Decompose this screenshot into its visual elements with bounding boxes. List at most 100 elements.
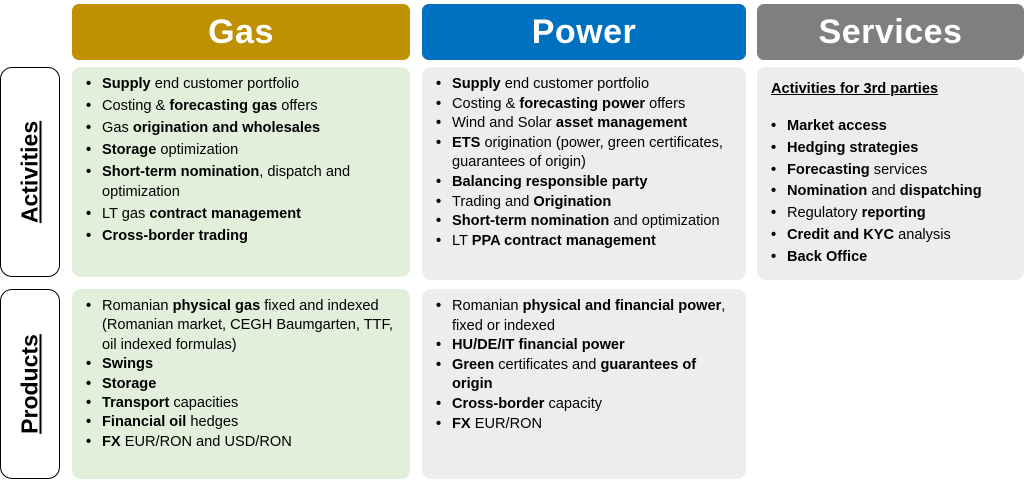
text: capacity [544,395,603,412]
text: LT gas [102,205,150,222]
bold-text: Short-term nomination [102,163,260,180]
list-item: Cross-border capacity [434,395,736,415]
gas-products-panel: Romanian physical gas fixed and indexed … [72,289,410,479]
bold-text: HU/DE/IT financial power [452,337,625,354]
list-item: Green certificates and guarantees of ori… [434,356,736,395]
list-item: Hedging strategies [769,139,1014,159]
list-item: Forecasting services [769,161,1014,181]
bold-text: ETS [452,134,481,151]
list-item: Balancing responsible party [434,173,736,193]
bold-text: Short-term nomination [452,213,610,230]
list-item: LT gas contract management [84,205,400,225]
bold-text: physical and financial power [522,298,722,314]
bold-text: Supply [452,76,501,92]
list-item: Regulatory reporting [769,204,1014,224]
list-item: Credit and KYC analysis [769,226,1014,246]
bold-text: Nomination [787,183,868,200]
text: services [869,161,928,178]
bold-text: Forecasting [787,161,870,178]
bold-text: Hedging strategies [787,139,919,156]
text: LT [452,232,472,249]
bold-text: forecasting power [519,95,646,112]
gas-header: Gas [72,4,410,60]
text: Costing & [452,95,520,112]
text: end customer portfolio [500,76,650,92]
bold-text: Transport [102,395,170,412]
services-activities-title: Activities for 3rd parties [771,81,939,97]
list-item: Financial oil hedges [84,413,400,433]
products-row-label: Products [0,289,60,479]
bold-text: physical gas [172,298,261,314]
list-item: Romanian physical and financial power, f… [434,297,736,336]
power-header: Power [422,4,746,60]
list-item: Market access [769,117,1014,137]
list-item: Supply end customer portfolio [84,75,400,95]
bold-text: PPA contract management [471,232,656,249]
bold-text: Balancing responsible party [452,173,648,190]
text: Regulatory [787,205,862,222]
power-products-list: Romanian physical and financial power, f… [434,297,736,434]
text: end customer portfolio [150,76,300,92]
gas-products-list: Romanian physical gas fixed and indexed … [84,297,400,453]
text: analysis [894,226,951,243]
list-item: FX EUR/RON [434,415,736,435]
text: hedges [186,414,239,431]
text: and optimization [609,213,720,230]
text: certificates and [494,356,601,373]
bold-text: Green [452,356,495,373]
services-header: Services [757,4,1024,60]
text: fixed and indexed (Romanian market, CEGH… [102,298,393,353]
text: Costing & [102,97,170,114]
list-item: Short-term nomination and optimization [434,212,736,232]
bold-text: Storage [102,375,157,392]
text: , dispatch and optimization [102,163,351,200]
list-item: Gas origination and wholesales [84,119,400,139]
activities-row-label: Activities [0,67,60,277]
list-item: Short-term nomination, dispatch and opti… [84,163,400,202]
text: EUR/RON [470,415,543,432]
bold-text: Credit and KYC [787,226,895,243]
list-item: Trading and Origination [434,193,736,213]
text: , fixed or indexed [452,298,726,334]
bold-text: forecasting gas [169,97,278,114]
list-item: LT PPA contract management [434,232,736,252]
text: capacities [169,395,239,412]
text: Gas [102,119,133,136]
power-activities-panel: Supply end customer portfolioCosting & f… [422,67,746,280]
bold-text: reporting [861,205,926,222]
bold-text: Swings [102,356,154,373]
power-activities-list: Supply end customer portfolioCosting & f… [434,75,736,251]
list-item: Back Office [769,248,1014,268]
bold-text: origination and wholesales [132,119,321,136]
list-item: Supply end customer portfolio [434,75,736,95]
bold-text: Market access [787,118,887,134]
services-activities-panel: Activities for 3rd parties Market access… [757,67,1024,280]
text: Romanian [452,298,523,314]
list-item: FX EUR/RON and USD/RON [84,433,400,453]
gas-activities-panel: Supply end customer portfolioCosting & f… [72,67,410,277]
list-item: Nomination and dispatching [769,182,1014,202]
services-activities-list: Market accessHedging strategiesForecasti… [769,117,1014,267]
bold-text: contract management [149,205,301,222]
bold-text: FX [452,415,471,432]
bold-text: FX [102,433,121,450]
text: origination (power, green certificates, … [452,134,723,171]
text: offers [645,95,686,112]
text: offers [277,97,318,114]
list-item: Transport capacities [84,394,400,414]
list-item: ETS origination (power, green certificat… [434,134,736,173]
bold-text: Financial oil [102,414,187,431]
text: and [867,183,900,200]
power-products-panel: Romanian physical and financial power, f… [422,289,746,479]
bold-text: Cross-border trading [102,227,248,244]
list-item: Costing & forecasting power offers [434,95,736,115]
text: EUR/RON and USD/RON [120,433,292,450]
list-item: Costing & forecasting gas offers [84,97,400,117]
list-item: HU/DE/IT financial power [434,336,736,356]
list-item: Cross-border trading [84,227,400,247]
bold-text: Cross-border [452,395,545,412]
bold-text: Supply [102,76,151,92]
bold-text: Origination [533,193,612,210]
list-item: Romanian physical gas fixed and indexed … [84,297,400,355]
text: optimization [156,141,239,158]
